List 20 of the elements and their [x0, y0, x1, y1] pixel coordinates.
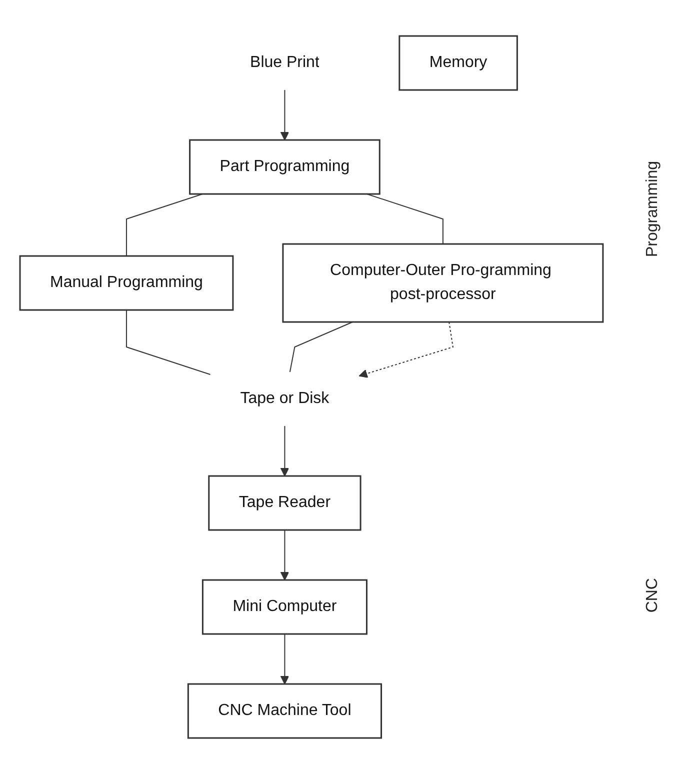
- arrow: [280, 633, 290, 684]
- side-label: Programming: [644, 160, 662, 257]
- connector: [366, 193, 444, 244]
- arrow: [280, 89, 290, 140]
- node-box: Part Programming: [189, 138, 380, 194]
- connector: [126, 193, 204, 256]
- node-box: Tape Reader: [208, 474, 362, 530]
- arrow: [280, 529, 290, 580]
- node-text: Blue Print: [250, 54, 320, 70]
- node-text: Tape or Disk: [240, 390, 330, 406]
- arrow: [358, 321, 454, 378]
- node-box: CNC Machine Tool: [187, 682, 382, 738]
- node-box: Memory: [398, 34, 518, 90]
- side-label: CNC: [644, 578, 662, 612]
- connector: [126, 309, 211, 375]
- node-box: Manual Programming: [19, 254, 234, 310]
- node-box: Computer-Outer Pro-gramming post-processor: [282, 242, 604, 322]
- connector: [289, 321, 354, 372]
- node-box: Mini Computer: [202, 578, 368, 634]
- arrow: [280, 425, 290, 476]
